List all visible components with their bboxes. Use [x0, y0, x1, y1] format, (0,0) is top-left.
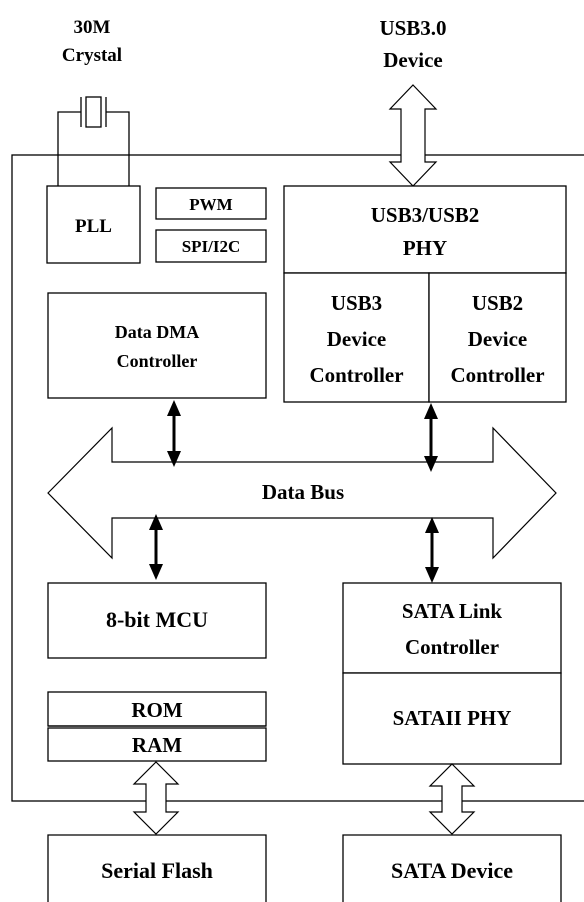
bus-mcu-arrow	[149, 514, 163, 580]
spi-i2c-block	[155, 229, 267, 263]
rom-label: ROM	[131, 698, 183, 722]
serial-flash-block	[47, 834, 267, 902]
sata-device-block	[342, 834, 562, 902]
usb3-controller-line1: USB3	[331, 291, 382, 315]
mcu-label: 8-bit MCU	[106, 607, 208, 632]
rom-block	[47, 691, 267, 727]
usb-device-link-arrow	[388, 84, 438, 187]
usb3-controller-line2: Device	[327, 327, 386, 351]
usb-controller-bus-arrow	[424, 403, 438, 472]
crystal-symbol	[57, 96, 130, 186]
pll-block	[46, 185, 141, 264]
usb3-controller-block	[283, 272, 430, 403]
crystal-label-line1: 30M	[74, 17, 111, 38]
bus-sata-link-arrow	[425, 517, 439, 583]
sata-device-link-arrow	[428, 763, 476, 835]
spi-i2c-label: SPI/I2C	[182, 237, 241, 256]
usb3-controller-line3: Controller	[309, 363, 403, 387]
serial-flash-link-arrow	[132, 761, 180, 835]
usb-phy-label-line2: PHY	[403, 236, 447, 260]
pwm-block	[155, 187, 267, 220]
data-bus-arrow	[47, 426, 557, 560]
sata-link-line2: Controller	[405, 635, 499, 659]
dma-controller-line1: Data DMA	[115, 322, 199, 342]
data-bus-label: Data Bus	[262, 480, 344, 504]
dma-controller-line2: Controller	[117, 351, 198, 371]
usb-device-label-line2: Device	[383, 48, 442, 72]
usb2-controller-line3: Controller	[450, 363, 544, 387]
usb2-controller-line1: USB2	[472, 291, 523, 315]
sata-device-label: SATA Device	[391, 858, 513, 883]
usb-phy-label-line1: USB3/USB2	[371, 203, 480, 227]
usb-device-label-line1: USB3.0	[379, 16, 446, 40]
chip-boundary	[11, 154, 584, 802]
dma-bus-arrow	[167, 400, 181, 467]
mcu-block	[47, 582, 267, 659]
sata-link-line1: SATA Link	[402, 599, 503, 623]
crystal-label-line2: Crystal	[62, 45, 122, 66]
pll-label: PLL	[75, 216, 112, 237]
usb2-controller-block	[428, 272, 567, 403]
sata-link-controller-block	[342, 582, 562, 674]
ram-block	[47, 727, 267, 762]
pwm-label: PWM	[189, 195, 232, 214]
usb-phy-block	[283, 185, 567, 274]
serial-flash-label: Serial Flash	[101, 858, 213, 883]
sata-phy-label: SATAII PHY	[393, 706, 512, 730]
dma-controller-block	[47, 292, 267, 399]
usb2-controller-line2: Device	[468, 327, 527, 351]
ram-label: RAM	[132, 733, 182, 757]
